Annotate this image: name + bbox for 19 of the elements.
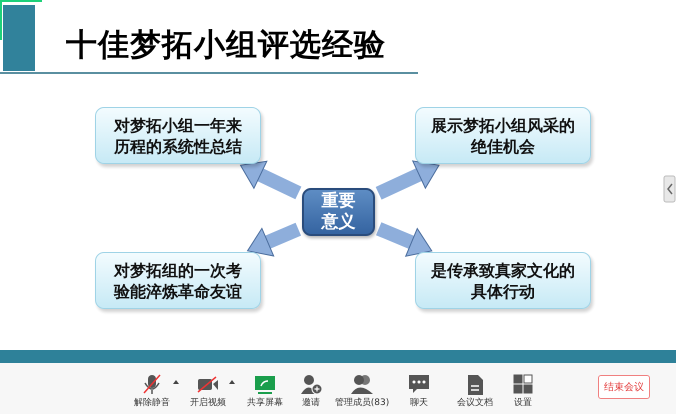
point-box: 对梦拓组的一次考验能淬炼革命友谊 <box>95 252 261 309</box>
central-topic-box: 重要意义 <box>302 188 375 236</box>
toolbar-label: 解除静音 <box>134 396 170 409</box>
toolbar-label: 邀请 <box>302 396 320 409</box>
block-arrow <box>376 160 440 200</box>
toolbar-label: 开启视频 <box>190 396 226 409</box>
block-arrow <box>247 222 302 256</box>
slide-title: 十佳梦拓小组评选经验 <box>66 26 386 65</box>
toolbar-label: 聊天 <box>410 397 428 409</box>
point-box: 是传承致真家文化的具体行动 <box>415 252 591 309</box>
block-arrow <box>240 160 302 200</box>
toolbar-label: 管理成员(83) <box>334 396 390 409</box>
end-meeting-button: 结束会议 <box>598 375 650 399</box>
toolbar-label: 会议文档 <box>457 396 493 409</box>
toolbar-label: 共享屏幕 <box>247 396 283 409</box>
point-box: 对梦拓小组一年来历程的系统性总结 <box>95 107 261 164</box>
toolbar-label: 设置 <box>514 396 532 409</box>
point-box: 展示梦拓小组风采的绝佳机会 <box>415 107 591 164</box>
block-arrow <box>376 222 432 257</box>
